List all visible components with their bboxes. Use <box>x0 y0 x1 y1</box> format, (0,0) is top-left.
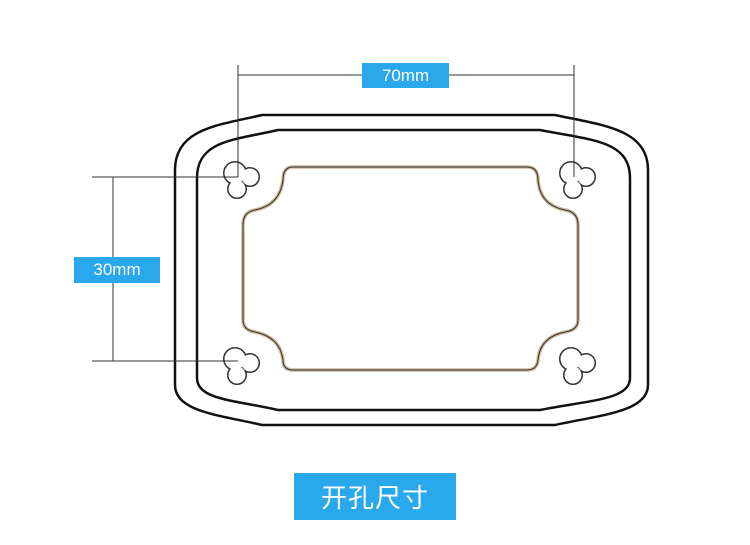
height-dimension-label: 30mm <box>74 257 160 283</box>
dimension-lines <box>92 65 575 362</box>
mounting-hole <box>223 347 260 385</box>
panel-cutout <box>241 165 580 372</box>
width-dimension-label: 70mm <box>362 63 449 88</box>
inner-housing-outline <box>195 128 632 412</box>
mounting-hole <box>223 161 260 199</box>
mounting-hole <box>559 161 596 199</box>
mounting-hole <box>559 347 596 385</box>
caption-label: 开孔尺寸 <box>294 473 456 520</box>
outer-housing-outline <box>173 113 650 427</box>
